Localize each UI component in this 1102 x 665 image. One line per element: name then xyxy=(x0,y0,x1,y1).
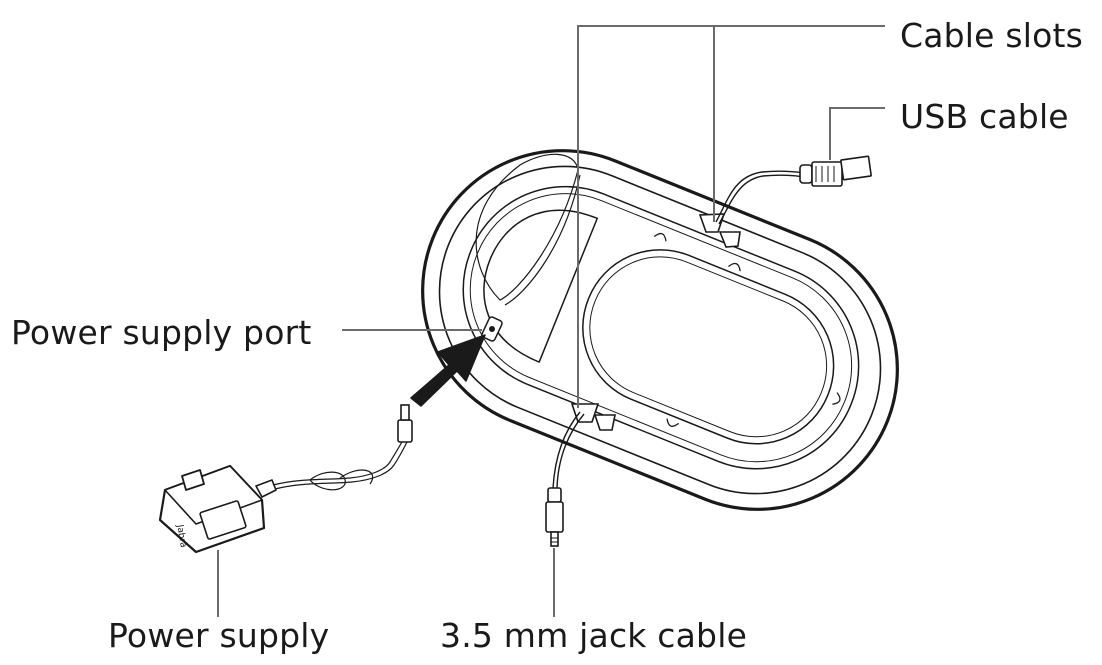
leader-cable-slots xyxy=(577,25,885,408)
speaker-well xyxy=(582,249,835,445)
label-cable-slots: Cable slots xyxy=(900,16,1084,55)
power-adapter xyxy=(158,464,277,554)
adapter-cable-boot xyxy=(255,479,277,498)
label-jack-cable: 3.5 mm jack cable xyxy=(440,616,748,655)
stored-cable-loop xyxy=(475,153,581,306)
leader-lines xyxy=(217,25,885,617)
cable-slot-bottom xyxy=(570,403,600,423)
base-outer-shell xyxy=(421,149,899,511)
mount-tab xyxy=(666,418,679,427)
cable-slot-top-2 xyxy=(718,231,741,248)
mount-tab xyxy=(728,262,741,272)
leader-usb-cable xyxy=(829,107,885,160)
jack-plug xyxy=(545,487,564,547)
label-power-supply: Power supply xyxy=(108,616,330,655)
usb-plug xyxy=(799,155,872,187)
usb-cable xyxy=(715,155,872,225)
adapter-plug-pin xyxy=(181,469,205,491)
inner-tray xyxy=(462,185,860,470)
adapter-label-panel xyxy=(199,500,247,540)
cable-slot-bottom-2 xyxy=(593,414,616,431)
label-usb-cable: USB cable xyxy=(900,97,1069,136)
speaker-well-edge xyxy=(589,256,828,438)
cable-compartment xyxy=(483,209,599,363)
insert-arrow xyxy=(410,334,486,407)
dc-plug xyxy=(397,404,413,443)
adapter-top-face xyxy=(164,465,263,525)
cable-slot-top xyxy=(698,213,726,233)
label-power-supply-port: Power supply port xyxy=(11,313,312,352)
power-supply-port xyxy=(481,316,503,342)
jack-cable xyxy=(545,411,585,547)
inner-tray-edge xyxy=(469,193,853,463)
mount-tab xyxy=(654,232,667,242)
mount-tab xyxy=(832,392,841,405)
adapter-cable xyxy=(272,437,409,491)
